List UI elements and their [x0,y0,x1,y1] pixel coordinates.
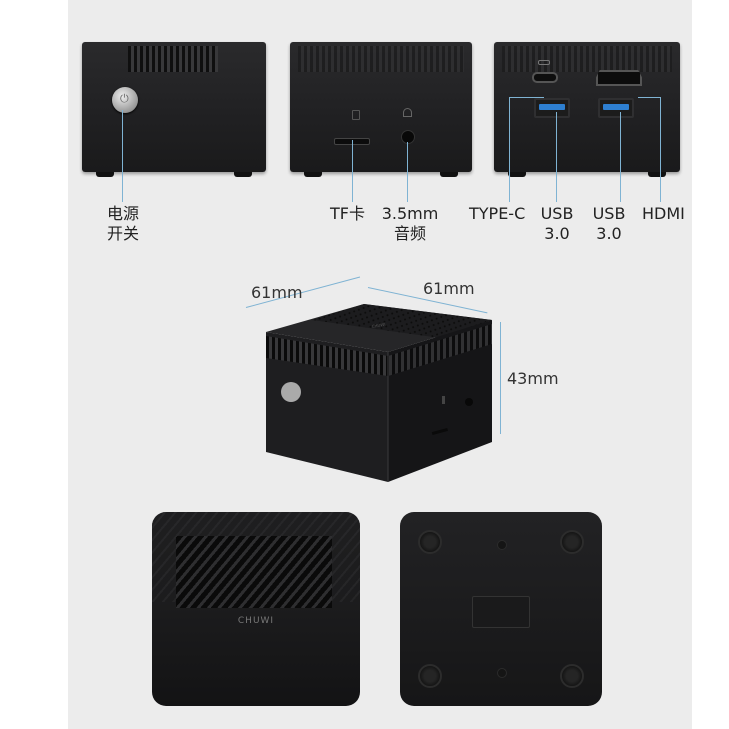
rubber-foot [560,664,584,688]
top-view-device: CHUWI [152,512,360,706]
isometric-device: CHUWI [254,292,494,482]
foot [304,172,322,177]
front-view-device: ⏻ [82,42,266,177]
power-button: ⏻ [112,87,138,113]
foot [96,172,114,177]
power-switch-label: 电源 开关 [106,204,139,243]
svg-text:CHUWI: CHUWI [371,322,386,329]
rubber-foot [560,530,584,554]
tf-card-label: TF卡 [330,204,365,223]
usb-3-port [534,98,570,118]
depth-dimension: 61mm [251,283,303,302]
product-panel: ⏻ 电源 开关 TF卡 3.5mm 音频 TYPE-C [68,0,692,729]
foot [508,172,526,177]
screw-hole [497,540,507,550]
hdmi-label: HDMI [642,204,685,223]
label-plate [472,596,530,628]
lead-line [556,112,557,202]
hdmi-port [596,70,642,86]
height-dimension: 43mm [507,369,559,388]
usb-c-icon [538,60,550,65]
lead-line [352,140,353,202]
audio-jack [401,130,415,144]
bottom-view-device [400,512,602,706]
audio-jack-label: 3.5mm 音频 [381,204,439,243]
lead-line [620,112,621,202]
lead-line [660,97,661,202]
vent-grille [502,46,672,72]
type-c-label: TYPE-C [469,204,526,223]
foot [648,172,666,177]
foot [234,172,252,177]
back-view-device [494,42,680,177]
lead-line [638,97,660,98]
usb-3-label: USB 3.0 [592,204,626,243]
usb-3-port [598,98,634,118]
vent-grille [176,536,332,608]
brand-logo: CHUWI [237,616,275,626]
rubber-foot [418,664,442,688]
headphone-icon [403,108,412,117]
dimension-line-height [500,322,501,434]
usb-c-port [532,72,558,83]
width-dimension: 61mm [423,279,475,298]
screw-hole [497,668,507,678]
rubber-foot [418,530,442,554]
lead-line [509,97,544,98]
foot [440,172,458,177]
lead-line [407,142,408,202]
sd-card-icon [352,110,360,120]
side-view-device [290,42,472,177]
lead-line [509,97,510,202]
power-icon: ⏻ [120,92,129,105]
usb-3-label: USB 3.0 [540,204,574,243]
vent-grille [128,46,218,72]
lead-line [122,110,123,202]
vent-grille [298,46,464,72]
